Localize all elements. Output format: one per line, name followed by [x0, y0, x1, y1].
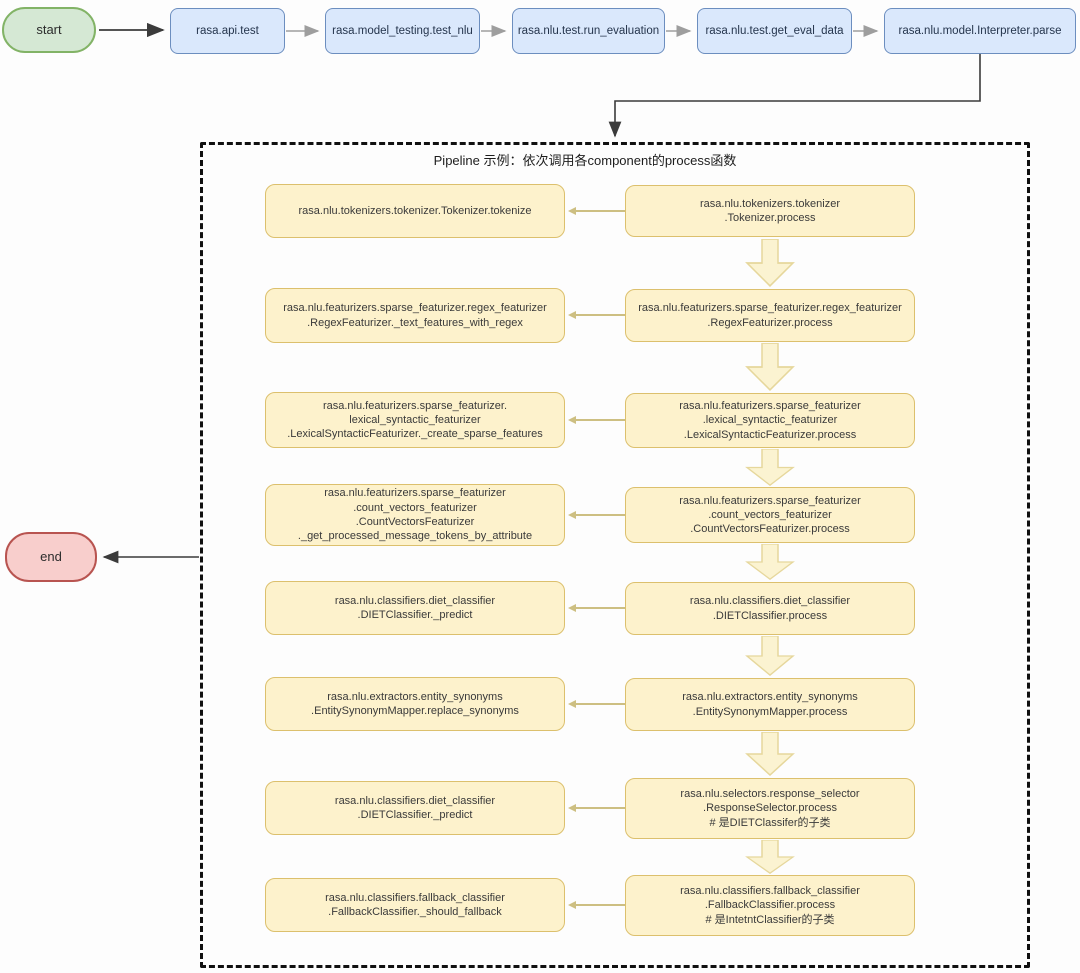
pipeline-left-node-fallback: rasa.nlu.classifiers.fallback_classifier… [265, 878, 565, 932]
pipeline-left-node-regex-featurizer: rasa.nlu.featurizers.sparse_featurizer.r… [265, 288, 565, 343]
block-arrow-down-6 [745, 732, 795, 776]
arrow-interpreter-to-pipeline [608, 54, 981, 138]
arrow-row8-right-to-left [568, 901, 625, 909]
arrow-row4-right-to-left [568, 511, 625, 519]
arrow-row3-right-to-left [568, 416, 625, 424]
pipeline-left-node-count-vectors: rasa.nlu.featurizers.sparse_featurizer .… [265, 484, 565, 546]
arrow-row5-right-to-left [568, 604, 625, 612]
flow-node-run-evaluation: rasa.nlu.test.run_evaluation [512, 8, 665, 54]
pipeline-left-node-diet-predict: rasa.nlu.classifiers.diet_classifier .DI… [265, 581, 565, 635]
flow-node-get-eval-data: rasa.nlu.test.get_eval_data [697, 8, 852, 54]
arrow-row6-right-to-left [568, 700, 625, 708]
pipeline-right-node-tokenizer-process: rasa.nlu.tokenizers.tokenizer .Tokenizer… [625, 185, 915, 237]
arrow-row2-right-to-left [568, 311, 625, 319]
arrow-row1-right-to-left [568, 207, 625, 215]
block-arrow-down-4 [745, 544, 795, 580]
pipeline-right-node-lexical-process: rasa.nlu.featurizers.sparse_featurizer .… [625, 393, 915, 448]
block-arrow-down-5 [745, 636, 795, 676]
arrow-row7-right-to-left [568, 804, 625, 812]
block-arrow-down-1 [745, 239, 795, 287]
pipeline-right-node-response-selector-process: rasa.nlu.selectors.response_selector .Re… [625, 778, 915, 839]
pipeline-container [200, 142, 1030, 968]
flow-node-model-testing-test-nlu: rasa.model_testing.test_nlu [325, 8, 480, 54]
pipeline-left-node-diet-predict-2: rasa.nlu.classifiers.diet_classifier .DI… [265, 781, 565, 835]
pipeline-left-node-entity-synonyms: rasa.nlu.extractors.entity_synonyms .Ent… [265, 677, 565, 731]
pipeline-left-node-lexical-syntactic: rasa.nlu.featurizers.sparse_featurizer. … [265, 392, 565, 448]
start-node: start [2, 7, 96, 53]
pipeline-right-node-synonym-process: rasa.nlu.extractors.entity_synonyms .Ent… [625, 678, 915, 731]
pipeline-left-node-tokenize: rasa.nlu.tokenizers.tokenizer.Tokenizer.… [265, 184, 565, 238]
flow-node-interpreter-parse: rasa.nlu.model.Interpreter.parse [884, 8, 1076, 54]
block-arrow-down-3 [745, 449, 795, 486]
pipeline-title: Pipeline 示例：依次调用各component的process函数 [433, 153, 737, 168]
end-node: end [5, 532, 97, 582]
pipeline-right-node-diet-process: rasa.nlu.classifiers.diet_classifier .DI… [625, 582, 915, 635]
flow-node-api-test: rasa.api.test [170, 8, 285, 54]
pipeline-right-node-fallback-process: rasa.nlu.classifiers.fallback_classifier… [625, 875, 915, 936]
block-arrow-down-2 [745, 343, 795, 391]
block-arrow-down-7 [745, 840, 795, 874]
pipeline-right-node-count-vectors-process: rasa.nlu.featurizers.sparse_featurizer .… [625, 487, 915, 543]
pipeline-right-node-regex-process: rasa.nlu.featurizers.sparse_featurizer.r… [625, 289, 915, 342]
